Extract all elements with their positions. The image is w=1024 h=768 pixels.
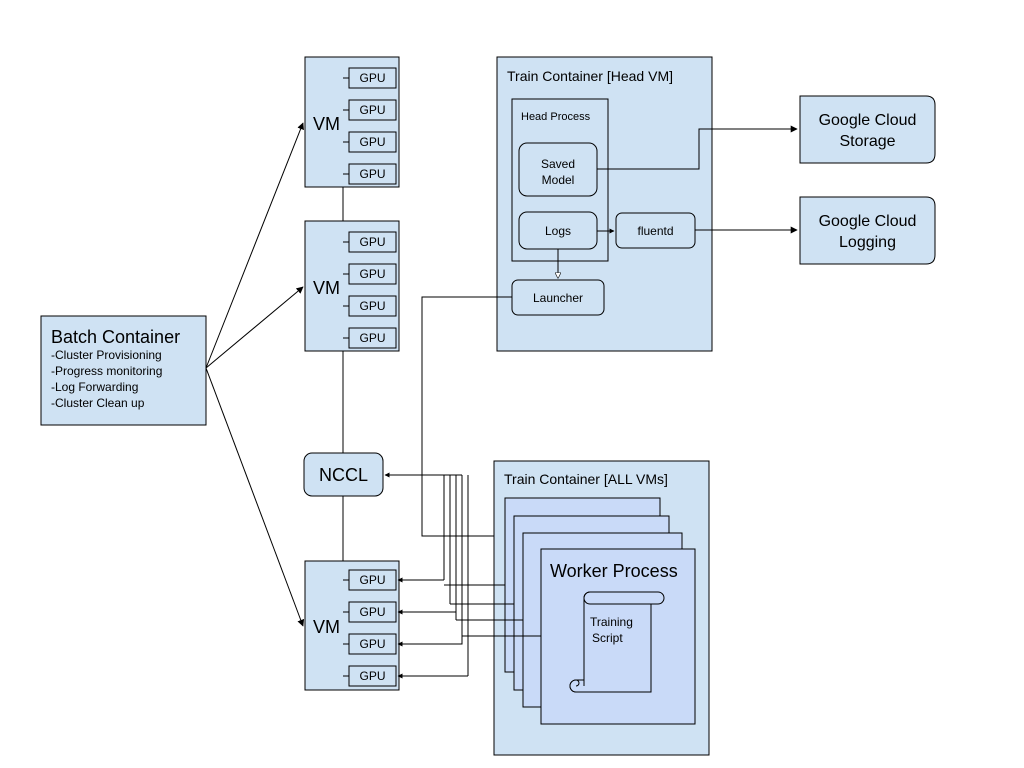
gpu: GPU bbox=[348, 131, 397, 153]
gpu: GPU bbox=[348, 633, 397, 655]
arrow-to-gpu-2 bbox=[397, 609, 457, 620]
vm-1: VM GPU GPU GPU GPU bbox=[304, 56, 400, 188]
arrow-model-to-storage bbox=[597, 125, 798, 170]
gpu: GPU bbox=[348, 67, 397, 89]
vm-3: VM GPU GPU GPU GPU bbox=[304, 560, 400, 691]
batch-item-clean-up: -Cluster Clean up bbox=[51, 396, 145, 410]
google-cloud-storage: Google Cloud Storage bbox=[799, 95, 936, 164]
training-script-line-2: Script bbox=[592, 631, 623, 645]
gpu: GPU bbox=[348, 99, 397, 121]
head-container-title: Train Container [Head VM] bbox=[507, 68, 673, 84]
gcl-line-2: Logging bbox=[839, 234, 896, 251]
gpu: GPU bbox=[348, 327, 397, 349]
all-vms-train-container: Train Container [ALL VMs] Worker Process… bbox=[493, 460, 710, 756]
batch-to-vm-arrows bbox=[205, 122, 305, 627]
gpu: GPU bbox=[348, 263, 397, 285]
gcs-line-1: Google Cloud bbox=[819, 112, 917, 129]
gpu-label: GPU bbox=[359, 299, 385, 313]
gpu-label: GPU bbox=[359, 669, 385, 683]
worker-process: Worker Process Training Script bbox=[540, 548, 696, 725]
gpu: GPU bbox=[348, 601, 397, 623]
saved-model-box: Saved Model bbox=[518, 142, 598, 197]
vm-label: VM bbox=[313, 114, 340, 134]
gpu-label: GPU bbox=[359, 71, 385, 85]
all-container-title: Train Container [ALL VMs] bbox=[504, 471, 668, 487]
gcs-line-2: Storage bbox=[839, 133, 895, 150]
batch-item-provisioning: -Cluster Provisioning bbox=[51, 348, 162, 362]
nccl-label: NCCL bbox=[319, 465, 368, 485]
gpu-label: GPU bbox=[359, 103, 385, 117]
vm-label: VM bbox=[313, 617, 340, 637]
gpu-label: GPU bbox=[359, 167, 385, 181]
training-script-scroll: Training Script bbox=[569, 591, 665, 693]
batch-item-log-forwarding: -Log Forwarding bbox=[51, 380, 138, 394]
gpu: GPU bbox=[348, 665, 397, 687]
gcl-line-1: Google Cloud bbox=[819, 213, 917, 230]
gpu-label: GPU bbox=[359, 235, 385, 249]
google-cloud-logging: Google Cloud Logging bbox=[799, 196, 936, 265]
arrow-to-vm-1 bbox=[205, 122, 304, 369]
arrow-to-gpu-3 bbox=[397, 636, 463, 647]
training-script-line-1: Training bbox=[590, 615, 633, 629]
batch-item-monitoring: -Progress monitoring bbox=[51, 364, 162, 378]
gpu-label: GPU bbox=[359, 573, 385, 587]
batch-container: Batch Container -Cluster Provisioning -P… bbox=[40, 315, 207, 426]
worker-connectors bbox=[384, 472, 541, 679]
saved-model-line-2: Model bbox=[542, 173, 575, 187]
worker-process-title: Worker Process bbox=[550, 561, 678, 581]
launcher-box: Launcher bbox=[511, 279, 605, 316]
logs-label: Logs bbox=[545, 224, 571, 238]
arrow-to-vm-3 bbox=[205, 367, 305, 627]
nccl-box: NCCL bbox=[303, 452, 384, 497]
fluentd-box: fluentd bbox=[615, 212, 696, 249]
vm-2: VM GPU GPU GPU GPU bbox=[304, 220, 400, 352]
gpu-label: GPU bbox=[359, 135, 385, 149]
gpu: GPU bbox=[348, 163, 397, 185]
batch-container-title: Batch Container bbox=[51, 327, 180, 347]
fluentd-label: fluentd bbox=[637, 224, 673, 238]
gpu-label: GPU bbox=[359, 331, 385, 345]
gpu: GPU bbox=[348, 569, 397, 591]
saved-model-line-1: Saved bbox=[541, 157, 575, 171]
gpu: GPU bbox=[348, 295, 397, 317]
arrow-to-vm-2 bbox=[205, 286, 304, 369]
vm-label: VM bbox=[313, 278, 340, 298]
gpu: GPU bbox=[348, 231, 397, 253]
head-train-container: Train Container [Head VM] Head Process S… bbox=[496, 56, 713, 352]
gpu-label: GPU bbox=[359, 637, 385, 651]
gpu-label: GPU bbox=[359, 605, 385, 619]
gpu-label: GPU bbox=[359, 267, 385, 281]
launcher-label: Launcher bbox=[533, 291, 583, 305]
head-process-title: Head Process bbox=[521, 111, 591, 123]
logs-box: Logs bbox=[518, 211, 598, 250]
